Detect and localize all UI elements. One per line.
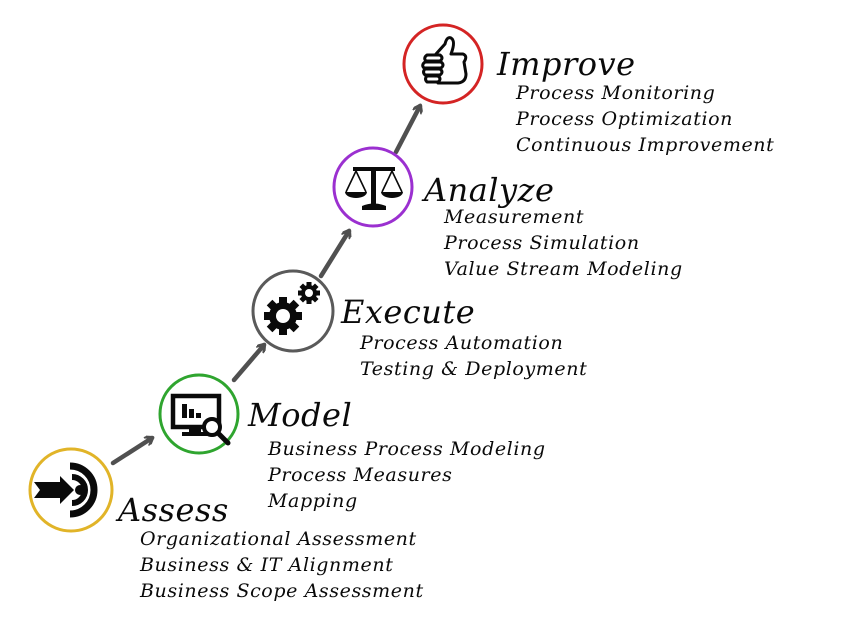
stage-analyze-item: Measurement xyxy=(444,206,585,228)
stage-model-badge xyxy=(158,373,240,455)
arrow-execute-to-analyze xyxy=(318,231,349,279)
stage-assess-badge xyxy=(28,447,114,533)
target-arrow-icon xyxy=(34,462,98,518)
stage-analyze-item: Value Stream Modeling xyxy=(444,258,683,280)
stage-assess-item: Business Scope Assessment xyxy=(140,580,424,602)
stage-model-items: Business Process Modeling Process Measur… xyxy=(268,436,546,514)
stage-improve-items: Process Monitoring Process Optimization … xyxy=(516,80,774,158)
arrow-assess-to-model xyxy=(110,438,152,466)
stage-improve-title: Improve xyxy=(497,45,636,83)
stage-analyze-items: Measurement Process Simulation Value Str… xyxy=(444,204,683,282)
stage-assess-item: Business & IT Alignment xyxy=(140,554,394,576)
stage-analyze-badge xyxy=(332,146,414,228)
stage-improve-item: Process Monitoring xyxy=(516,82,716,104)
stage-assess-item: Organizational Assessment xyxy=(140,528,417,550)
stage-assess-items: Organizational Assessment Business & IT … xyxy=(140,526,424,604)
balance-scale-icon xyxy=(345,167,403,210)
arrow-analyze-to-improve xyxy=(393,106,420,155)
stage-execute-items: Process Automation Testing & Deployment xyxy=(360,330,587,382)
stage-model-item: Mapping xyxy=(268,490,358,512)
connector-arrows xyxy=(110,106,420,466)
stage-assess-title: Assess xyxy=(118,491,229,529)
stage-model-title: Model xyxy=(248,396,353,434)
stage-execute-item: Testing & Deployment xyxy=(360,358,588,380)
stage-execute-badge xyxy=(251,269,335,353)
stage-execute-title: Execute xyxy=(341,293,476,331)
stage-improve-item: Continuous Improvement xyxy=(516,134,775,156)
stage-analyze-item: Process Simulation xyxy=(444,232,640,254)
thumbs-up-icon xyxy=(421,36,468,85)
stage-execute-item: Process Automation xyxy=(360,332,564,354)
monitor-chart-magnifier-icon xyxy=(170,393,231,446)
stage-improve-badge xyxy=(402,23,484,105)
stage-improve-item: Process Optimization xyxy=(516,108,734,130)
stage-model-item: Business Process Modeling xyxy=(268,438,546,460)
stage-model-item: Process Measures xyxy=(268,464,453,486)
stage-analyze-title: Analyze xyxy=(424,171,555,209)
arrow-model-to-execute xyxy=(231,345,267,383)
